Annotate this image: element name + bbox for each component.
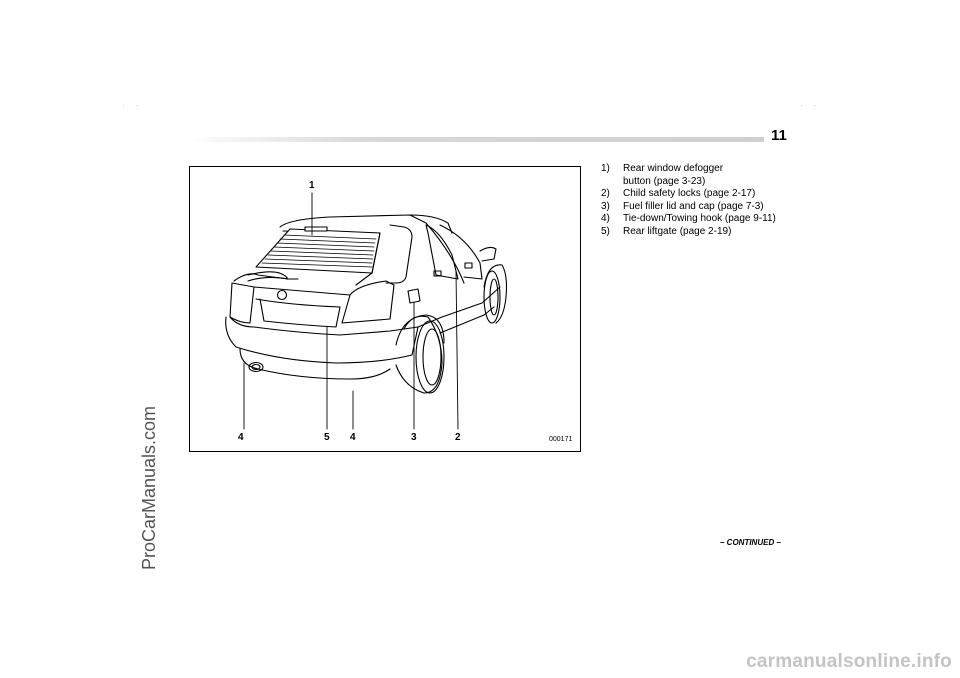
header-rule [186,137,764,142]
page-number: 11 [771,127,787,144]
parts-legend: 1) Rear window defogger button (page 3-2… [601,163,801,239]
legend-item: 3) Fuel filler lid and cap (page 7-3) [601,200,764,212]
legend-item: 4) Tie-down/Towing hook (page 9-11) [601,213,776,225]
continued-label: – CONTINUED – [720,538,781,547]
callout-4-right: 4 [350,432,356,443]
figure-code: 000171 [549,436,573,443]
crop-mark-right: · · [800,100,821,110]
legend-item: 1) Rear window defogger button (page 3-2… [601,163,724,187]
callout-2: 2 [455,432,461,443]
legend-item: 5) Rear liftgate (page 2-19) [601,225,732,237]
callout-1: 1 [309,180,315,191]
callout-4-left: 4 [238,432,244,443]
legend-item: 2) Child safety locks (page 2-17) [601,188,756,200]
side-watermark: ProCarManuals.com [139,405,159,570]
vehicle-rear-illustration: 1 4 5 4 3 2 [189,166,581,452]
bottom-watermark: carmanualsonline.info [746,651,952,672]
car-rear-drawing [225,192,508,430]
callout-3: 3 [411,432,417,443]
callout-5: 5 [324,432,330,443]
crop-mark-left: · · [122,100,143,110]
